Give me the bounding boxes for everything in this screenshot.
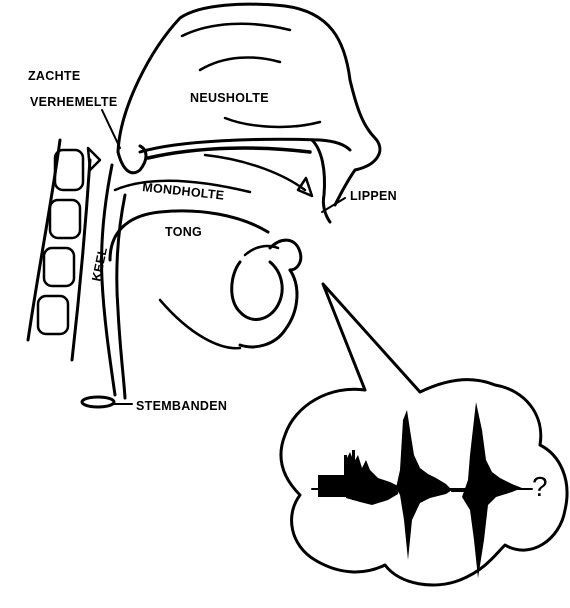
question-mark: ? xyxy=(532,471,548,502)
label-lippen: LIPPEN xyxy=(350,189,397,203)
label-tong: TONG xyxy=(165,225,202,239)
label-stembanden: STEMBANDEN xyxy=(136,399,227,413)
label-verhemelte: VERHEMELTE xyxy=(30,95,118,109)
label-neusholte: NEUSHOLTE xyxy=(190,91,269,105)
label-zachte: ZACHTE xyxy=(28,69,81,83)
label-keel: KEEL xyxy=(89,246,110,283)
thought-bubble xyxy=(281,284,567,585)
head-outline xyxy=(28,4,380,407)
